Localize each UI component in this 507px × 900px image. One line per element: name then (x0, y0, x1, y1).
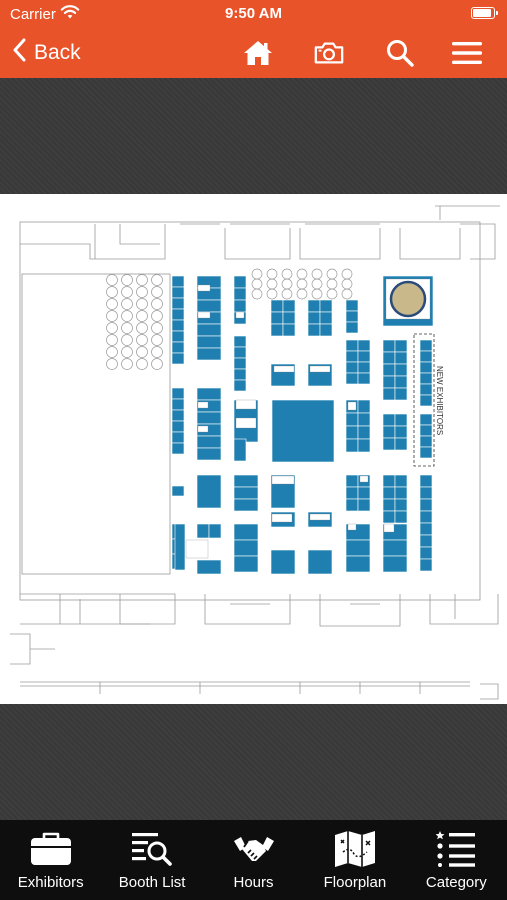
tab-label: Exhibitors (17, 874, 84, 891)
camera-button[interactable] (313, 38, 345, 68)
tab-exhibitors[interactable]: Exhibitors (0, 820, 101, 900)
wifi-icon (60, 4, 80, 24)
handshake-icon (232, 830, 276, 868)
nav-bar: Back (0, 28, 507, 78)
tab-category[interactable]: Category (406, 820, 507, 900)
tab-label: Hours (233, 874, 274, 891)
menu-button[interactable] (451, 38, 483, 68)
back-button[interactable]: Back (12, 38, 81, 68)
camera-icon (314, 42, 344, 64)
floorplan-viewer[interactable]: NEW EXHIBITORS (0, 78, 507, 820)
tab-label: Floorplan (323, 874, 387, 891)
category-list-icon (436, 830, 476, 868)
map-icon (334, 830, 376, 868)
back-label: Back (34, 41, 81, 64)
list-search-icon (131, 830, 173, 868)
new-exhibitors-label: NEW EXHIBITORS (435, 366, 444, 435)
search-button[interactable] (384, 38, 416, 68)
clock: 9:50 AM (225, 5, 282, 22)
tab-bar: Exhibitors Booth List Hours (0, 820, 507, 900)
status-bar: Carrier 9:50 AM (0, 0, 507, 28)
tab-hours[interactable]: Hours (203, 820, 304, 900)
carrier-label: Carrier (10, 6, 56, 23)
briefcase-icon (30, 830, 72, 868)
tab-label: Booth List (118, 874, 186, 891)
home-icon (244, 41, 272, 65)
menu-icon (452, 42, 482, 64)
chevron-left-icon (12, 38, 26, 68)
tab-label: Category (425, 874, 487, 891)
home-button[interactable] (242, 38, 274, 68)
tab-floorplan[interactable]: Floorplan (304, 820, 405, 900)
floorplan-drawing: NEW EXHIBITORS (10, 205, 500, 700)
floorplan-map[interactable]: NEW EXHIBITORS (0, 194, 507, 704)
battery-icon (471, 7, 498, 19)
tab-booth-list[interactable]: Booth List (101, 820, 202, 900)
search-icon (387, 40, 414, 67)
